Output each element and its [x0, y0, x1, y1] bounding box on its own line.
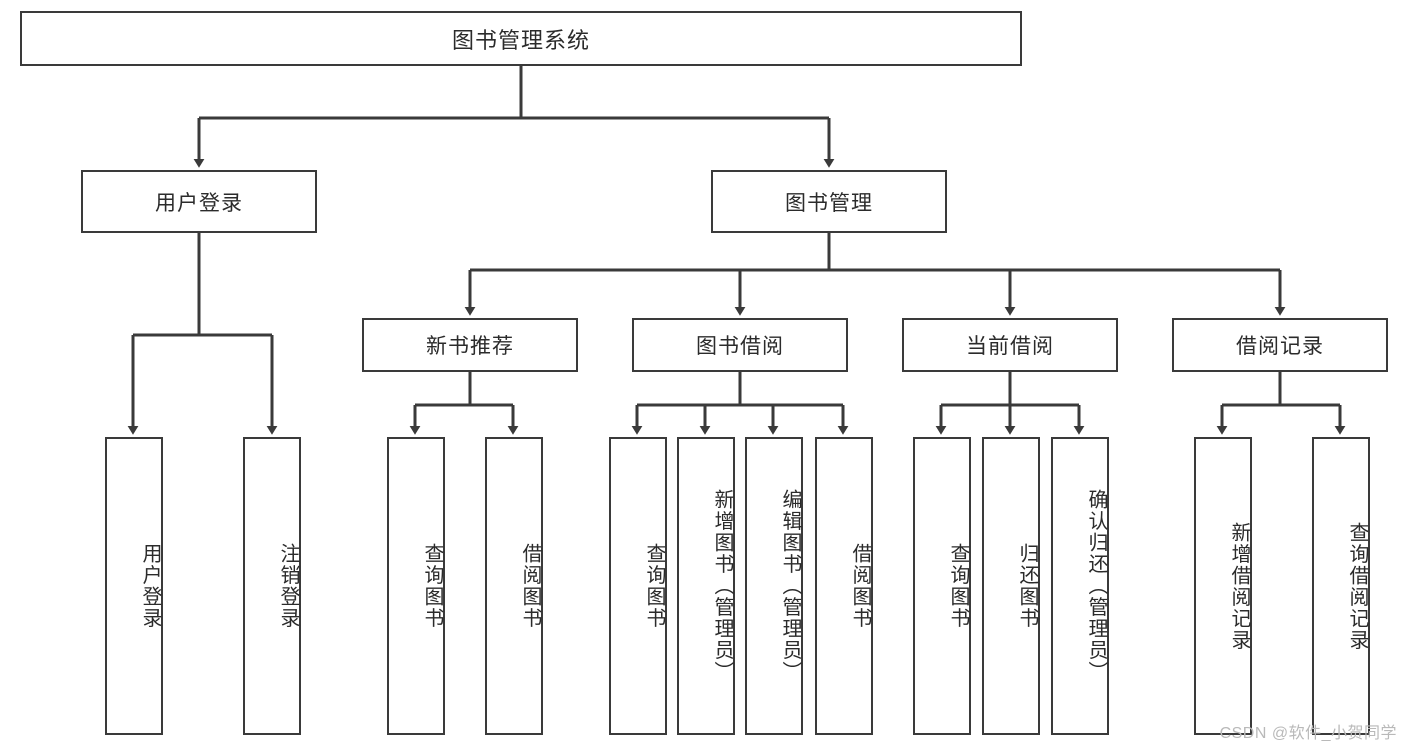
leaf-label: 借阅图书 — [849, 543, 871, 629]
leaf-label: 新增借阅记录 — [1228, 521, 1250, 651]
node-book-borrow[interactable]: 图书借阅 — [632, 318, 848, 372]
leaf-label: 查询借阅记录 — [1346, 521, 1368, 651]
leaf-records-add-record[interactable]: 新增借阅记录 — [1194, 437, 1252, 735]
leaf-borrow-borrow-book[interactable]: 借阅图书 — [815, 437, 873, 735]
leaf-label: 查询图书 — [947, 543, 969, 629]
leaf-user-login-login[interactable]: 用户登录 — [105, 437, 163, 735]
leaf-label: 查询图书 — [421, 543, 443, 629]
node-current-borrow[interactable]: 当前借阅 — [902, 318, 1118, 372]
node-root-system[interactable]: 图书管理系统 — [20, 11, 1022, 66]
leaf-new-book-borrow-book[interactable]: 借阅图书 — [485, 437, 543, 735]
leaf-label: 归还图书 — [1016, 543, 1038, 629]
leaf-borrow-edit-book-admin[interactable]: 编辑图书（管理员） — [745, 437, 803, 735]
leaf-records-query-record[interactable]: 查询借阅记录 — [1312, 437, 1370, 735]
leaf-borrow-query-book[interactable]: 查询图书 — [609, 437, 667, 735]
node-new-book-recommend[interactable]: 新书推荐 — [362, 318, 578, 372]
leaf-current-query-book[interactable]: 查询图书 — [913, 437, 971, 735]
leaf-user-login-logout[interactable]: 注销登录 — [243, 437, 301, 735]
leaf-label: 新增图书（管理员） — [711, 489, 733, 683]
node-book-management[interactable]: 图书管理 — [711, 170, 947, 233]
node-user-login[interactable]: 用户登录 — [81, 170, 317, 233]
leaf-current-confirm-return-admin[interactable]: 确认归还（管理员） — [1051, 437, 1109, 735]
leaf-label: 注销登录 — [277, 543, 299, 629]
csdn-watermark: CSDN @软件_小贺同学 — [1219, 725, 1397, 742]
leaf-label: 查询图书 — [643, 543, 665, 629]
leaf-label: 用户登录 — [139, 543, 161, 629]
leaf-label: 编辑图书（管理员） — [779, 489, 801, 683]
leaf-label: 借阅图书 — [519, 543, 541, 629]
leaf-new-book-query-book[interactable]: 查询图书 — [387, 437, 445, 735]
leaf-label: 确认归还（管理员） — [1085, 489, 1107, 683]
leaf-current-return-book[interactable]: 归还图书 — [982, 437, 1040, 735]
node-borrow-records[interactable]: 借阅记录 — [1172, 318, 1388, 372]
leaf-borrow-add-book-admin[interactable]: 新增图书（管理员） — [677, 437, 735, 735]
